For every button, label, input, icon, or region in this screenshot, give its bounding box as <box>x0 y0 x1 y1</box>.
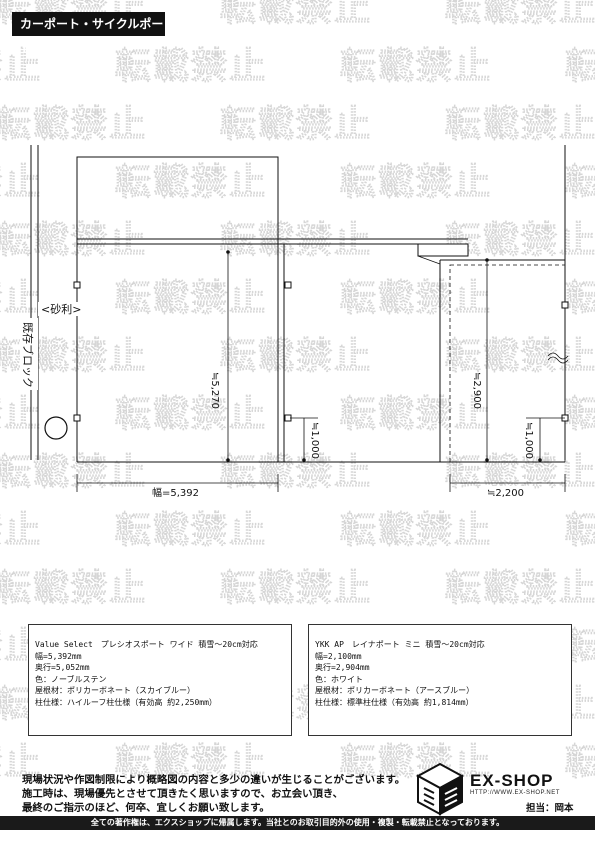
dim-right-short: ≒1,000 <box>523 422 534 459</box>
spec-line: 幅=5,392mm <box>35 651 82 661</box>
spec-line: 奥行=5,052mm <box>35 663 90 673</box>
ex-shop-logo-icon <box>415 762 465 816</box>
spec-line: 奥行=2,904mm <box>315 663 370 673</box>
spec-line: 幅=2,100mm <box>315 651 362 661</box>
notes: 現場状況や作図制限により概略図の内容と多少の違いが生じることがございます。 施工… <box>22 773 412 815</box>
post <box>73 414 81 422</box>
manhole-circle <box>44 416 68 440</box>
post <box>561 301 569 309</box>
spec-box-carport: Value Select プレシオスポート ワイド 積雪～20cm対応 幅=5,… <box>28 624 292 736</box>
spec-box-cycleport: YKK AP レイナポート ミニ 積雪～20cm対応 幅=2,100mm 奥行=… <box>308 624 572 736</box>
brand-name: EX-SHOP <box>470 771 554 790</box>
note-line: 現場状況や作図制限により概略図の内容と多少の違いが生じることがございます。 <box>22 774 406 786</box>
post <box>73 281 81 289</box>
spec-line: 屋根材：ポリカーボネート（アースブルー） <box>315 686 475 696</box>
note-line: 最終のご指示のほど、何卒、宜しくお願い致します。 <box>22 802 270 814</box>
dim-carport-width: 幅=5,392 <box>152 486 199 499</box>
cycleport-dashed-outline <box>449 264 566 463</box>
dim-carport-depth: ≒5,270 <box>209 372 220 409</box>
plan-drawing: ≒5,270 ≒1,000 ≒2,900 ≒1,000 幅=5,392 ≒2,2… <box>20 145 569 499</box>
spec-line: 柱仕様：ハイルーフ柱仕様（有効高 約2,250mm） <box>35 697 217 707</box>
label-existing-block: 既存ブロック <box>21 322 35 388</box>
spec-line: 屋根材：ポリカーボネート（スカイブルー） <box>35 686 195 696</box>
page-title: カーポート・サイクルポート <box>12 12 165 55</box>
staff-label: 担当：岡本 <box>526 803 574 814</box>
roof-end-cap <box>417 243 469 257</box>
spec-line: YKK AP レイナポート ミニ 積雪～20cm対応 <box>315 640 485 649</box>
spec-line: Value Select プレシオスポート ワイド 積雪～20cm対応 <box>35 640 258 649</box>
note-line: 施工時は、現場優先とさせて頂きたく思いますので、お立会い頂き、 <box>22 788 343 800</box>
roof-end-diagonal <box>417 255 441 265</box>
brand-url: HTTP://WWW.EX-SHOP.NET <box>470 790 560 796</box>
spec-line: 色：ノーブルステン <box>35 674 107 684</box>
dim-cycle-depth: ≒2,900 <box>471 372 482 409</box>
post <box>284 281 292 289</box>
dim-left-short: ≒1,000 <box>309 422 320 459</box>
spec-line: 柱仕様：標準柱仕様（有効高 約1,814mm） <box>315 697 474 707</box>
spec-line: 色：ホワイト <box>315 674 363 684</box>
dim-cycle-width: ≒2,200 <box>487 488 524 499</box>
existing-building <box>76 156 279 240</box>
copyright-footer: 全ての著作権は、エクスショップに帰属します。当社とのお取引目的外の使用・複製・転… <box>0 816 595 830</box>
label-gravel: <砂利> <box>41 303 81 316</box>
